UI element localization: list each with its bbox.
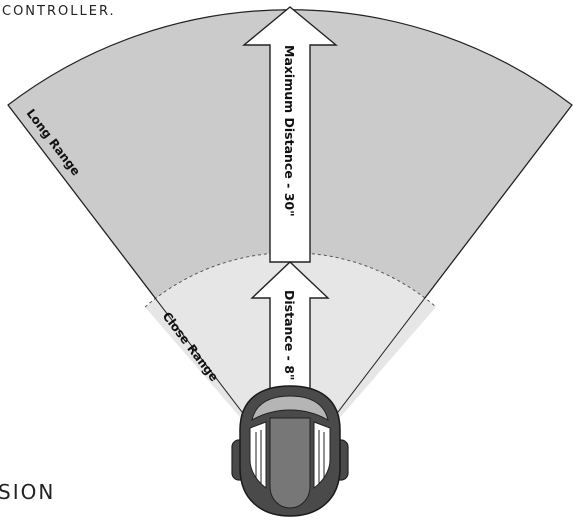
maximum-distance-label: Maximum Distance - 30" (282, 45, 297, 217)
vr-headset-top-view-icon (231, 385, 349, 517)
header-fragment: CONTROLLER. (2, 4, 116, 19)
close-distance-label: Distance - 8" (282, 290, 297, 380)
footer-fragment: SION (0, 480, 55, 504)
